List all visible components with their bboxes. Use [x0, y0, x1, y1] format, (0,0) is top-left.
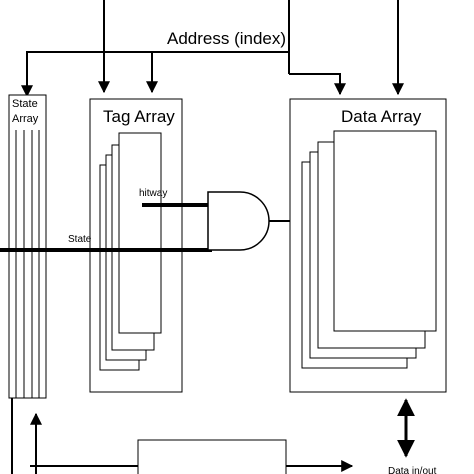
state-array-label-line2: Array [12, 113, 39, 125]
data-way-1 [333, 130, 437, 332]
tag-array [89, 98, 183, 393]
state-label: State [68, 234, 92, 245]
state-array-box [8, 94, 47, 399]
data-array-label: Data Array [341, 107, 422, 126]
index-to-state-wire [21, 51, 289, 98]
index-to-data-wire [289, 73, 346, 96]
tag-way-1 [118, 132, 162, 334]
state-array-label-line1: State [12, 98, 38, 110]
data-array [289, 98, 447, 393]
address-bus [21, 0, 404, 98]
state-array [8, 94, 47, 399]
tag-array-label: Tag Array [103, 107, 175, 126]
and-gate [207, 191, 270, 251]
hitway-label: hitway [139, 188, 167, 199]
address-label: Address (index) [167, 29, 286, 48]
data-in-out-label: Data in/out [388, 466, 437, 474]
controller-box [137, 439, 287, 474]
